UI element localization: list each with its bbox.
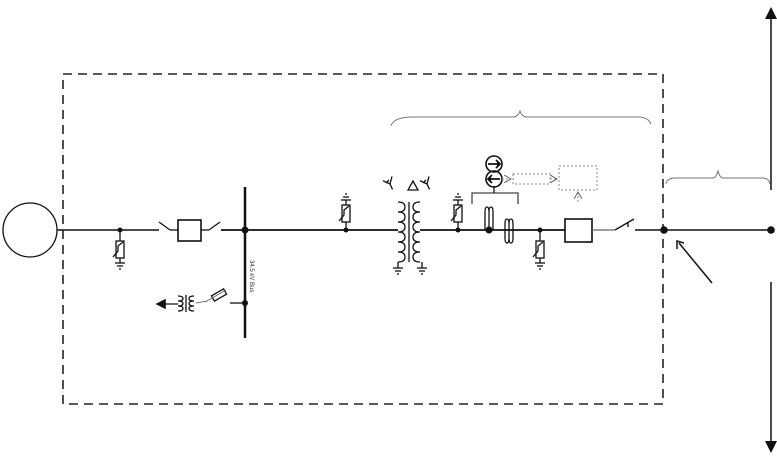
surge-arrester-icon: [112, 230, 125, 270]
wye-grounded-symbol-primary: [382, 176, 394, 190]
auxiliary-feed: [155, 288, 245, 312]
current-transformer-icon: [504, 218, 514, 244]
surge-arrester-icon: [338, 193, 351, 230]
interconnection-brace: [665, 169, 771, 185]
bus-label: 34.5 kV Bus: [248, 260, 254, 292]
generator-source: [2, 202, 58, 258]
point-of-interconnection-node: [660, 226, 668, 234]
scope-brace: [390, 109, 652, 127]
fuse-icon: [204, 288, 228, 303]
current-transformer-icon: [484, 206, 494, 230]
relay-meter-icon: [485, 155, 503, 173]
surge-arrester-icon: [450, 193, 463, 230]
relay-block: [558, 165, 598, 191]
control-block: [512, 173, 551, 185]
delta-symbol: [406, 179, 420, 191]
grid-connection-node: [767, 226, 775, 234]
bus-junction: [241, 226, 249, 234]
facility-boundary: [62, 73, 664, 405]
poi-pointer-arrow: [678, 242, 713, 284]
main-transformer-icon: [393, 201, 427, 275]
wye-grounded-symbol-secondary: [419, 176, 431, 190]
disconnect-switch-icon: [614, 218, 635, 231]
circuit-breaker-icon: [564, 218, 593, 243]
relay-meter-icon: [485, 170, 503, 188]
auxiliary-transformer-icon: [177, 295, 195, 312]
ct-bracket: [471, 192, 519, 204]
poi-pointer-arrowhead: [676, 240, 685, 249]
circuit-breaker-icon: [158, 219, 221, 242]
surge-arrester-icon: [532, 230, 545, 270]
